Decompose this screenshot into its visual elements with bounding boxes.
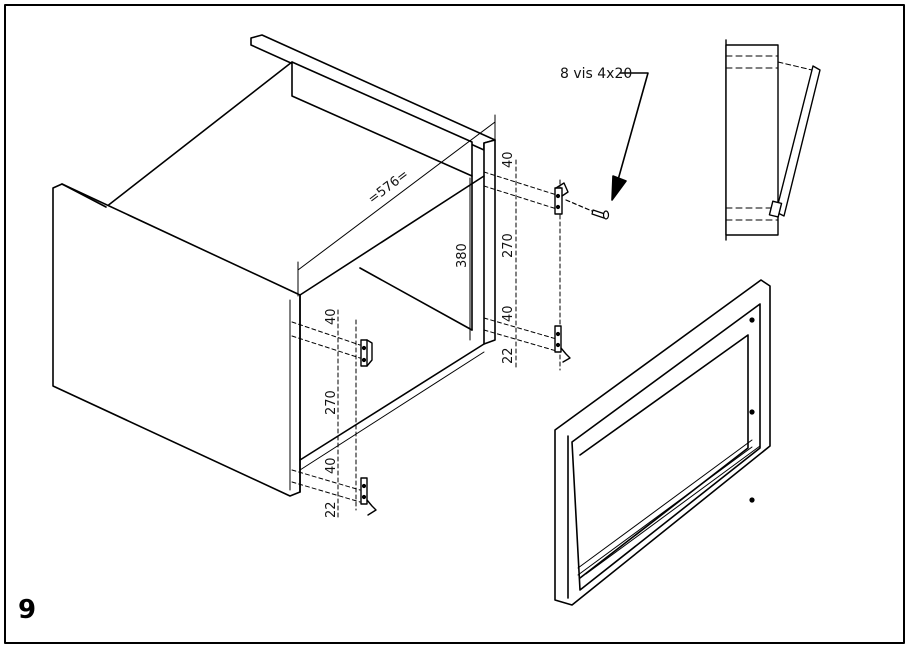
cabinet-left-side-panel xyxy=(52,183,301,497)
right-spacing-label: 270 xyxy=(501,233,516,258)
bracket-right-upper xyxy=(554,182,569,215)
bracket-right-lower xyxy=(554,325,571,363)
left-spacing-label: 270 xyxy=(324,390,339,415)
cabinet-right-front-edge xyxy=(483,139,496,345)
figure-border xyxy=(4,4,905,644)
height-dimension-label: 380 xyxy=(455,243,470,268)
left-top-gap-label: 40 xyxy=(324,308,339,325)
bracket-detail-view xyxy=(725,39,821,241)
right-top-gap-label: 40 xyxy=(501,151,516,168)
step-number: 9 xyxy=(18,595,36,625)
width-dimension-label: =576= xyxy=(365,167,411,207)
screw xyxy=(565,199,610,220)
front-frame xyxy=(554,279,771,606)
left-hole-lines xyxy=(291,309,361,521)
left-bottom-gap-label: 40 xyxy=(324,457,339,474)
right-bottom-gap-label: 40 xyxy=(501,305,516,322)
right-floor-label: 22 xyxy=(501,347,516,364)
width-dimension xyxy=(297,114,496,297)
bracket-left-lower xyxy=(360,477,377,516)
screw-callout-arrow xyxy=(611,72,649,201)
cabinet xyxy=(52,34,496,497)
left-floor-label: 22 xyxy=(324,501,339,518)
bracket-left-upper xyxy=(360,339,373,367)
screw-callout-label: 8 vis 4x20 xyxy=(560,66,632,82)
